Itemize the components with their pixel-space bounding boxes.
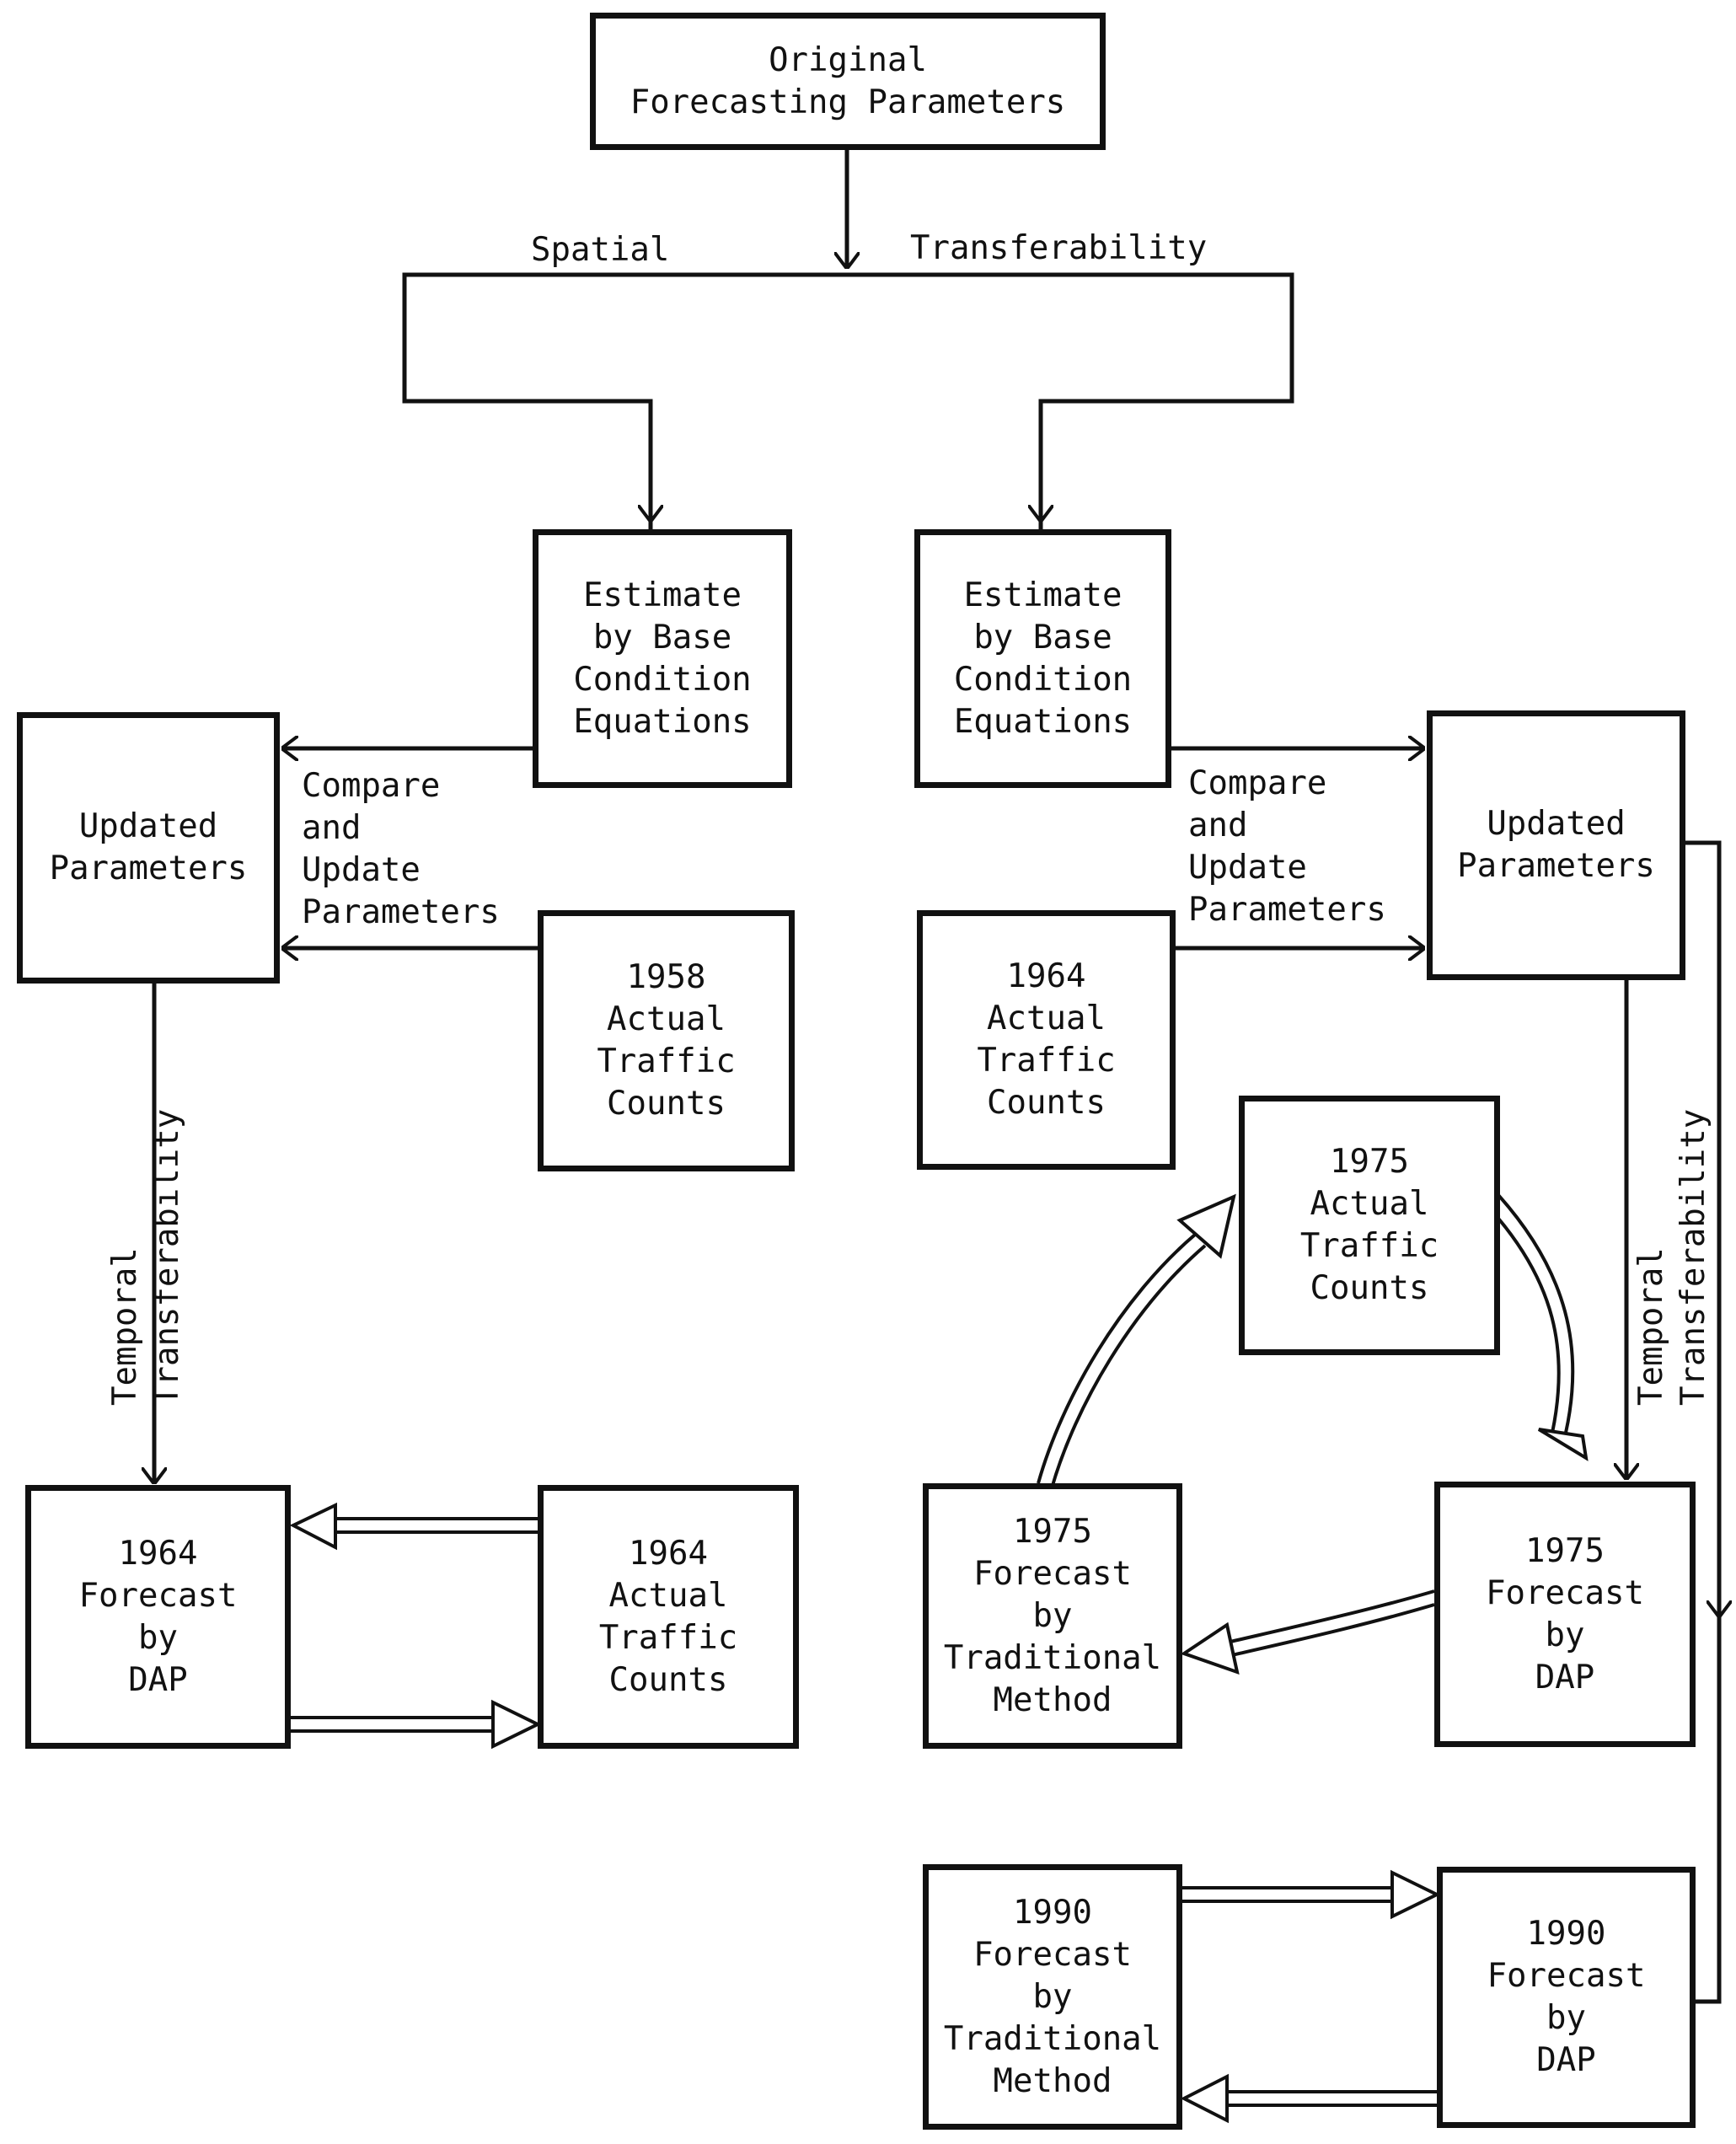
box-1990-forecast-traditional: 1990 Forecast by Traditional Method [923, 1864, 1182, 2130]
double-arrow-trad-to-dap-1990 [1180, 1886, 1392, 1903]
connector-spatial-split [402, 272, 1294, 529]
box-1990-forecast-dap: 1990 Forecast by DAP [1437, 1867, 1696, 2128]
label-compare-right: Compare and Update Parameters [1188, 764, 1386, 929]
box-original-parameters: Original Forecasting Parameters [590, 13, 1106, 150]
connector-right-loop [1685, 840, 1722, 1568]
box-1964-actual-counts-top: 1964 Actual Traffic Counts [917, 910, 1176, 1170]
double-arrow-forecast-to-actual-1964 [291, 1716, 493, 1733]
box-1964-actual-counts-bottom: 1964 Actual Traffic Counts [538, 1485, 799, 1749]
box-1964-forecast-dap: 1964 Forecast by DAP [25, 1485, 291, 1749]
label-spatial: Spatial [531, 231, 670, 269]
box-estimate-left: Estimate by Base Condition Equations [533, 529, 792, 788]
label-temporal-left: Temporal Transferability [106, 1108, 186, 1406]
label-transferability: Transferability [910, 229, 1208, 267]
box-estimate-right: Estimate by Base Condition Equations [914, 529, 1171, 788]
label-compare-left: Compare and Update Parameters [302, 767, 500, 931]
double-arrow-dap-to-trad-1975 [1230, 1589, 1435, 1657]
box-1958-actual-counts: 1958 Actual Traffic Counts [538, 910, 795, 1171]
box-1975-actual-counts: 1975 Actual Traffic Counts [1239, 1096, 1500, 1355]
box-1975-forecast-dap: 1975 Forecast by DAP [1434, 1482, 1696, 1747]
double-arrow-actual-to-forecast-1964 [335, 1517, 538, 1534]
box-updated-right: Updated Parameters [1427, 710, 1685, 980]
double-arrow-trad-to-actual-1975 [1037, 1233, 1207, 1489]
box-1975-forecast-traditional: 1975 Forecast by Traditional Method [923, 1483, 1182, 1749]
box-updated-left: Updated Parameters [17, 712, 280, 984]
connector-to-1990-dap [1696, 1610, 1722, 2004]
double-arrow-dap-to-trad-1990 [1227, 2090, 1437, 2107]
label-temporal-right: Temporal Transferability [1632, 1108, 1712, 1406]
double-arrow-actual-to-dap-1975 [1487, 1193, 1575, 1434]
